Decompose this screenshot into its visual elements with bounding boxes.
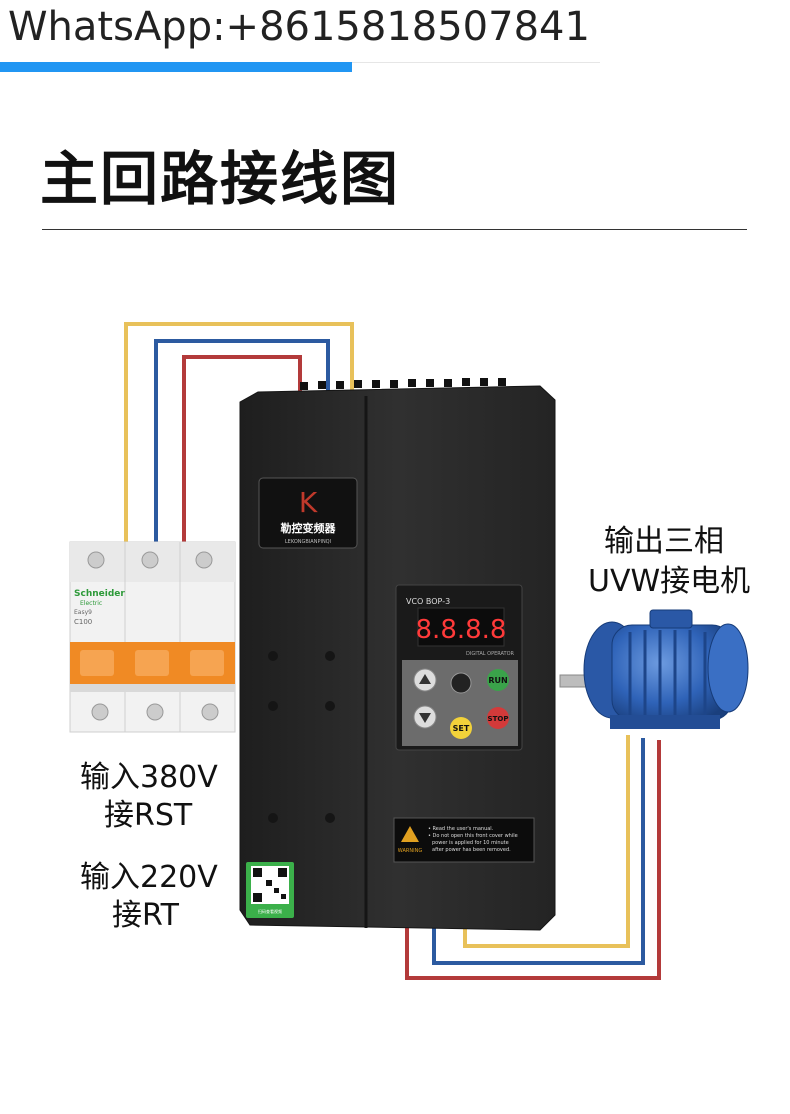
stop-button-label: STOP: [488, 715, 509, 723]
set-button-label: SET: [453, 724, 470, 733]
panel-model: VCO BOP-3: [406, 597, 450, 606]
breaker-series: Easy9: [74, 609, 92, 616]
output-three-phase-label: 输出三相: [604, 524, 724, 559]
warning-line-2: • Do not open this front cover while: [428, 833, 518, 839]
brand-logo-letter: K: [299, 486, 318, 519]
warning-line-1: • Read the user's manual.: [428, 826, 494, 832]
vent-slots: [300, 378, 506, 390]
breaker-brand-sub: Electric: [80, 600, 102, 607]
input-wires: [124, 322, 354, 545]
title-divider: [42, 229, 747, 230]
down-arrow-icon: [419, 713, 431, 723]
up-arrow-icon: [419, 674, 431, 684]
wire-blue-in: [154, 339, 330, 545]
wire-yellow-in: [124, 322, 354, 545]
brand-name: 勒控变频器: [281, 521, 337, 535]
brand-pinyin: LEKONGBIANPINQI: [285, 539, 331, 545]
wire-red-in: [182, 355, 302, 545]
circuit-breaker: Schneider Electric Easy9 C100: [69, 541, 236, 733]
watermark-underline: [0, 62, 352, 72]
panel-caption: DIGITAL OPERATOR: [466, 651, 515, 657]
warning-line-3: power is applied for 10 minute: [432, 840, 509, 846]
stop-button[interactable]: [487, 707, 509, 729]
warning-icon: [401, 826, 419, 842]
breaker-brand: Schneider: [74, 589, 125, 599]
potentiometer-knob[interactable]: [450, 672, 472, 694]
wire-blue-out: [432, 738, 645, 965]
run-button-label: RUN: [488, 676, 507, 685]
run-button[interactable]: [487, 669, 509, 691]
watermark-text: WhatsApp:+8615818507841: [8, 4, 590, 50]
led-display: 8.8.8.8: [416, 615, 507, 645]
output-wires: [405, 735, 661, 980]
input-rt-label: 接RT: [112, 898, 179, 933]
screw-holes: [268, 651, 335, 823]
wire-red-out: [405, 740, 661, 980]
warning-title: WARNING: [398, 848, 423, 854]
warning-line-4: after power has been removed.: [432, 847, 511, 853]
input-380v-label: 输入380V: [80, 760, 218, 795]
wire-yellow-out: [463, 735, 630, 948]
inverter: K 勒控变频器 LEKONGBIANPINQI VCO BOP-3 8.8.8.…: [239, 378, 556, 931]
input-220v-label: 输入220V: [80, 860, 218, 895]
terminal-box: [649, 609, 693, 629]
output-uvw-label: UVW接电机: [588, 564, 751, 599]
motor-image: [559, 609, 749, 729]
breaker-rating: C100: [74, 618, 92, 626]
qr-caption: 扫码查看视频: [258, 908, 282, 914]
page-title: 主回路接线图: [40, 145, 401, 213]
set-button[interactable]: [450, 717, 472, 739]
input-rst-label: 接RST: [104, 798, 193, 833]
